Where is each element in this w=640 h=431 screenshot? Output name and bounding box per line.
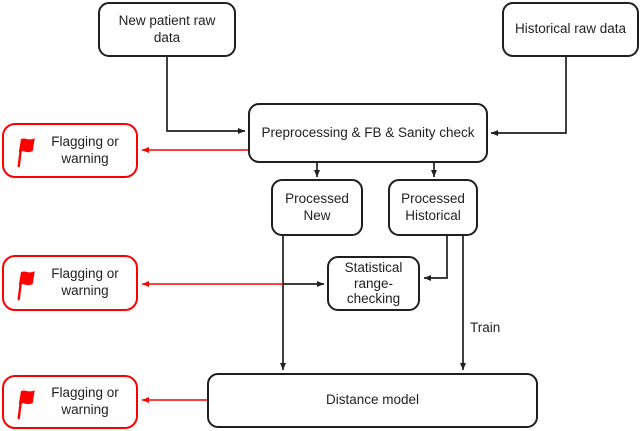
node-processed-new: Processed New: [271, 179, 363, 236]
node-label: Processed New: [285, 190, 349, 223]
node-flagging-warning-middle: Flagging or warning: [2, 255, 138, 311]
edge-new-patient-to-preprocessing: [166, 57, 245, 134]
red-flag-icon: [17, 389, 35, 419]
edge-label-train: Train: [469, 320, 502, 337]
node-preprocessing-sanity-check: Preprocessing & FB & Sanity check: [248, 103, 488, 163]
edge-historical-to-preprocessing: [491, 57, 567, 136]
node-processed-historical: Processed Historical: [388, 179, 478, 236]
node-label: Preprocessing & FB & Sanity check: [261, 124, 475, 140]
node-new-patient-raw-data: New patient raw data: [98, 2, 236, 57]
node-label: Processed Historical: [401, 190, 465, 223]
node-flagging-warning-bottom: Flagging or warning: [2, 375, 138, 429]
edge-processed-historical-to-statistical: [424, 236, 448, 281]
node-statistical-range-checking: Statistical range- checking: [327, 256, 420, 311]
node-label: Statistical range- checking: [344, 259, 403, 307]
node-flagging-warning-top: Flagging or warning: [2, 123, 138, 178]
red-flag-icon: [17, 270, 35, 300]
node-label: Flagging or warning: [51, 385, 119, 417]
node-label: Flagging or warning: [51, 266, 119, 298]
node-label: Flagging or warning: [51, 133, 119, 166]
node-label: Historical raw data: [514, 21, 627, 37]
node-label: New patient raw data: [118, 12, 216, 45]
red-flag-icon: [17, 138, 35, 168]
node-distance-model: Distance model: [207, 373, 538, 428]
node-label: Distance model: [325, 392, 420, 408]
node-historical-raw-data: Historical raw data: [502, 2, 639, 57]
